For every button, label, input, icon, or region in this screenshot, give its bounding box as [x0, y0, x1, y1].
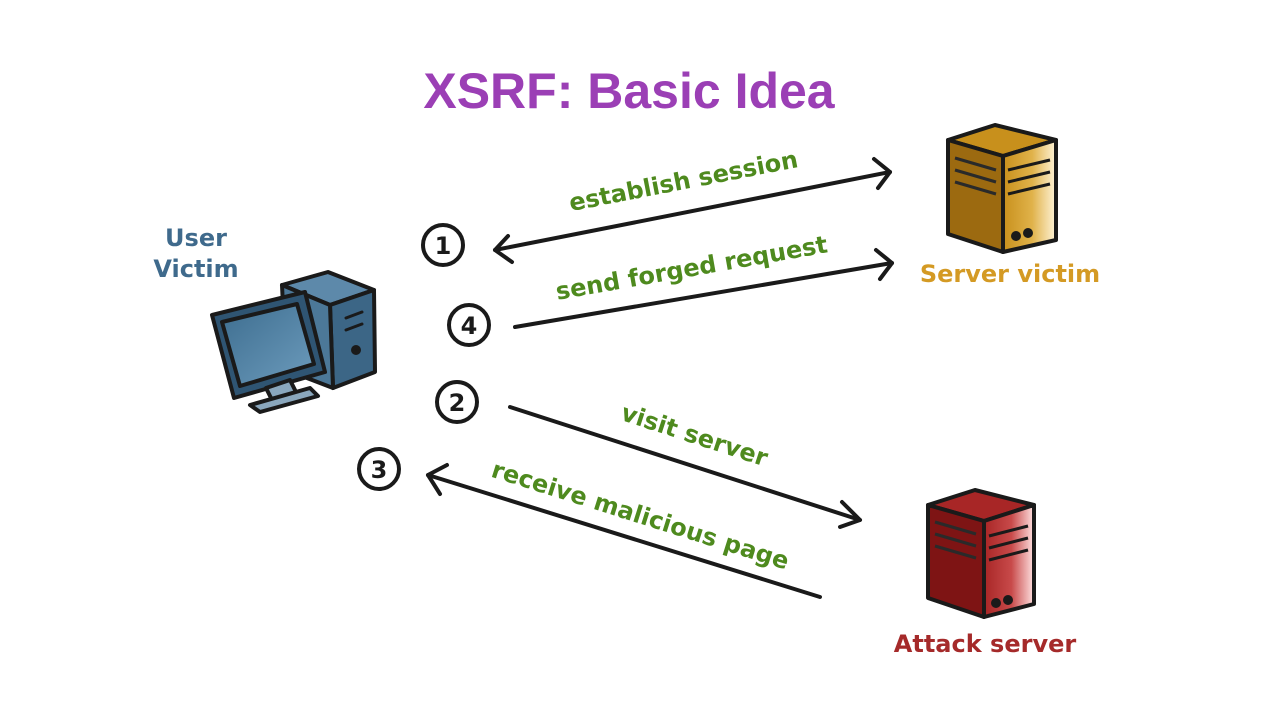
attack-server-label: Attack server — [894, 630, 1077, 658]
page-title: XSRF: Basic Idea — [423, 63, 835, 119]
step-number-4: 4 — [461, 312, 478, 340]
step-badge-4: 4 — [447, 303, 491, 347]
arrow-establish-session — [493, 157, 892, 264]
step-badge-1: 1 — [421, 223, 465, 267]
arrow-receive-malicious-page — [426, 463, 822, 599]
step-number-3: 3 — [371, 456, 388, 484]
label-receive-malicious-page: receive malicious page — [488, 455, 792, 575]
user-label-line1: User — [165, 224, 227, 252]
user-label-line2: Victim — [153, 255, 238, 283]
server-victim-label: Server victim — [920, 260, 1100, 288]
step-badge-2: 2 — [435, 380, 479, 424]
arrow-send-forged-request — [513, 248, 894, 329]
step-badge-3: 3 — [357, 447, 401, 491]
label-establish-session: establish session — [567, 145, 801, 217]
user-computer-icon — [210, 270, 377, 414]
server-victim-icon — [946, 123, 1058, 254]
label-send-forged-request: send forged request — [554, 230, 830, 305]
label-visit-server: visit server — [618, 399, 772, 473]
step-number-1: 1 — [435, 232, 452, 260]
step-number-2: 2 — [449, 389, 466, 417]
attack-server-icon — [926, 488, 1036, 619]
arrow-visit-server — [508, 405, 862, 529]
